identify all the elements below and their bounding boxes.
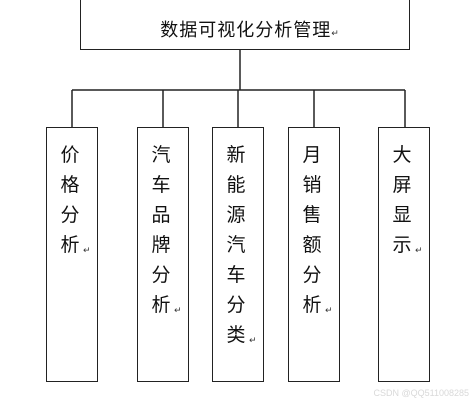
- module-dashboard-display: 大屏显示 ↵: [378, 127, 430, 382]
- watermark: CSDN @QQ511008285: [373, 388, 469, 398]
- root-title: 数据可视化分析管理↵: [160, 20, 340, 41]
- return-mark: ↵: [249, 336, 257, 346]
- return-mark: ↵: [415, 246, 423, 256]
- module-monthly-sales-analysis: 月销售额分析 ↵: [288, 127, 340, 382]
- return-mark: ↵: [325, 306, 333, 316]
- module-price-analysis: 价格分析 ↵: [46, 127, 98, 382]
- module-car-brand-analysis: 汽车品牌分析 ↵: [137, 127, 189, 382]
- return-mark: ↵: [331, 29, 340, 39]
- module-label: 汽车品牌分析: [151, 144, 171, 316]
- return-mark: ↵: [174, 306, 182, 316]
- return-mark: ↵: [83, 246, 91, 256]
- module-new-energy-classification: 新能源汽车分类 ↵: [212, 127, 264, 382]
- module-label: 价格分析: [60, 144, 80, 256]
- module-label: 大屏显示: [392, 144, 412, 256]
- root-node: 数据可视化分析管理↵: [80, 0, 410, 50]
- module-label: 月销售额分析: [302, 144, 322, 316]
- module-label: 新能源汽车分类: [226, 144, 246, 346]
